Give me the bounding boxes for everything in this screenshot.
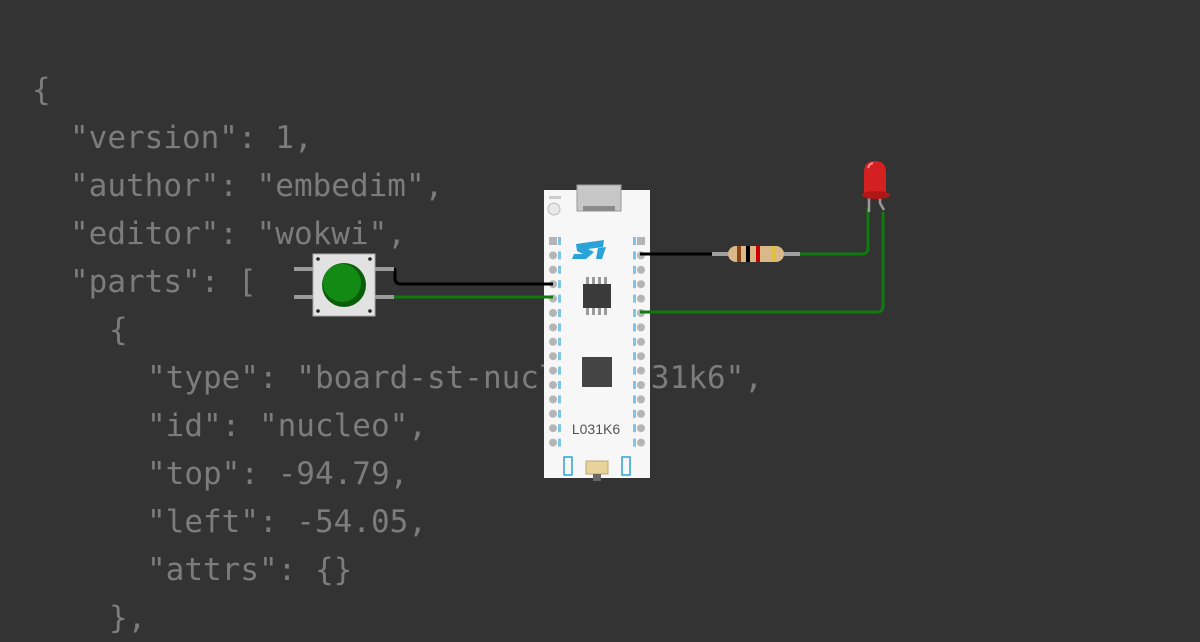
pin-label-mark (558, 309, 561, 317)
pin-label-mark (558, 352, 561, 361)
pin-label-mark (558, 237, 561, 245)
wire-black-button-board[interactable] (393, 268, 553, 286)
header-pin[interactable] (549, 395, 557, 404)
board-smd-icon (549, 196, 561, 199)
code-line: "author": "embedim", (70, 168, 444, 204)
header-pin[interactable] (637, 294, 645, 303)
st-logo-icon (572, 240, 606, 259)
pin-label-mark (558, 395, 561, 404)
header-pin[interactable] (549, 237, 557, 245)
pin-label-mark (558, 265, 561, 274)
code-line: "top": -94.79, (147, 456, 409, 492)
header-pin[interactable] (637, 280, 645, 289)
code-line: "id": "nucleo", (147, 408, 427, 444)
mcu-chip-icon (582, 357, 612, 387)
code-line: "type": "board-st-nucleo-l031k6", (147, 360, 763, 396)
pin-label-mark (558, 251, 561, 260)
reset-button-base (593, 474, 601, 481)
pin-label-mark (633, 381, 636, 389)
header-pin[interactable] (549, 424, 557, 433)
board-led-icon (547, 202, 561, 216)
pin-label-mark (558, 366, 561, 375)
code-line: "editor": "wokwi", (70, 216, 406, 252)
code-line: "left": -54.05, (147, 504, 427, 540)
pushbutton-icon[interactable] (294, 253, 394, 317)
wire-green-board-led[interactable] (640, 212, 885, 314)
usb-port-icon (583, 206, 615, 211)
resistor-icon[interactable] (712, 246, 800, 262)
pin-label-mark (558, 409, 561, 418)
header-pin[interactable] (637, 381, 645, 389)
header-pin[interactable] (549, 337, 557, 346)
code-line: { (109, 312, 128, 348)
header-pin[interactable] (549, 366, 557, 375)
header-pin[interactable] (549, 309, 557, 317)
pin-label-mark (633, 265, 636, 274)
header-pin[interactable] (637, 237, 645, 245)
header-pin[interactable] (637, 352, 645, 361)
chip-pins-icon (586, 277, 607, 315)
header-pin[interactable] (549, 265, 557, 274)
left-pin-header (549, 237, 561, 447)
pin-label-mark (633, 424, 636, 433)
header-pin[interactable] (637, 366, 645, 375)
pin-label-mark (633, 352, 636, 361)
code-line: { (32, 72, 51, 108)
header-pin[interactable] (637, 323, 645, 332)
pin-label-mark (633, 337, 636, 346)
pin-label-mark (633, 294, 636, 303)
pin-label-mark (558, 424, 561, 433)
pin-label-mark (633, 366, 636, 375)
header-pin[interactable] (549, 381, 557, 389)
pin-label-mark (633, 395, 636, 404)
header-pin[interactable] (549, 251, 557, 260)
board-body (544, 190, 650, 478)
pin-label-mark (558, 438, 561, 447)
header-pin[interactable] (549, 438, 557, 447)
pin-label-mark (633, 309, 636, 317)
pin-label-mark (558, 280, 561, 289)
pin-label-mark (633, 237, 636, 245)
pin-label-mark (558, 323, 561, 332)
header-pin[interactable] (637, 265, 645, 274)
wire-green-resistor-led[interactable] (798, 208, 870, 256)
header-pin[interactable] (637, 409, 645, 418)
header-pin[interactable] (637, 337, 645, 346)
button-cap (323, 264, 361, 302)
reset-button-icon[interactable] (585, 460, 609, 475)
code-line: "version": 1, (70, 120, 313, 156)
jumper-right-icon (621, 456, 631, 476)
header-pin[interactable] (637, 438, 645, 447)
board-label: L031K6 (572, 421, 620, 437)
header-pin[interactable] (549, 352, 557, 361)
regulator-chip-icon (583, 284, 611, 308)
pin-label-mark (558, 381, 561, 389)
pin-label-mark (633, 438, 636, 447)
header-pin[interactable] (549, 323, 557, 332)
header-pin[interactable] (637, 424, 645, 433)
code-line: "attrs": {} (147, 552, 353, 588)
code-line: "parts": [ (70, 264, 257, 300)
jumper-left-icon (563, 456, 573, 476)
pin-label-mark (558, 337, 561, 346)
pin-label-mark (633, 323, 636, 332)
header-pin[interactable] (549, 409, 557, 418)
red-led-icon[interactable] (862, 161, 890, 212)
pin-label-mark (633, 280, 636, 289)
right-pin-header (633, 237, 645, 447)
pin-label-mark (633, 409, 636, 418)
code-editor: { "version": 1, "author": "embedim", "edito… (32, 66, 763, 642)
pin-label-mark (633, 251, 636, 260)
nucleo-board-icon[interactable]: L031K6 (544, 184, 650, 481)
pin-label-mark (558, 294, 561, 303)
header-pin[interactable] (637, 395, 645, 404)
